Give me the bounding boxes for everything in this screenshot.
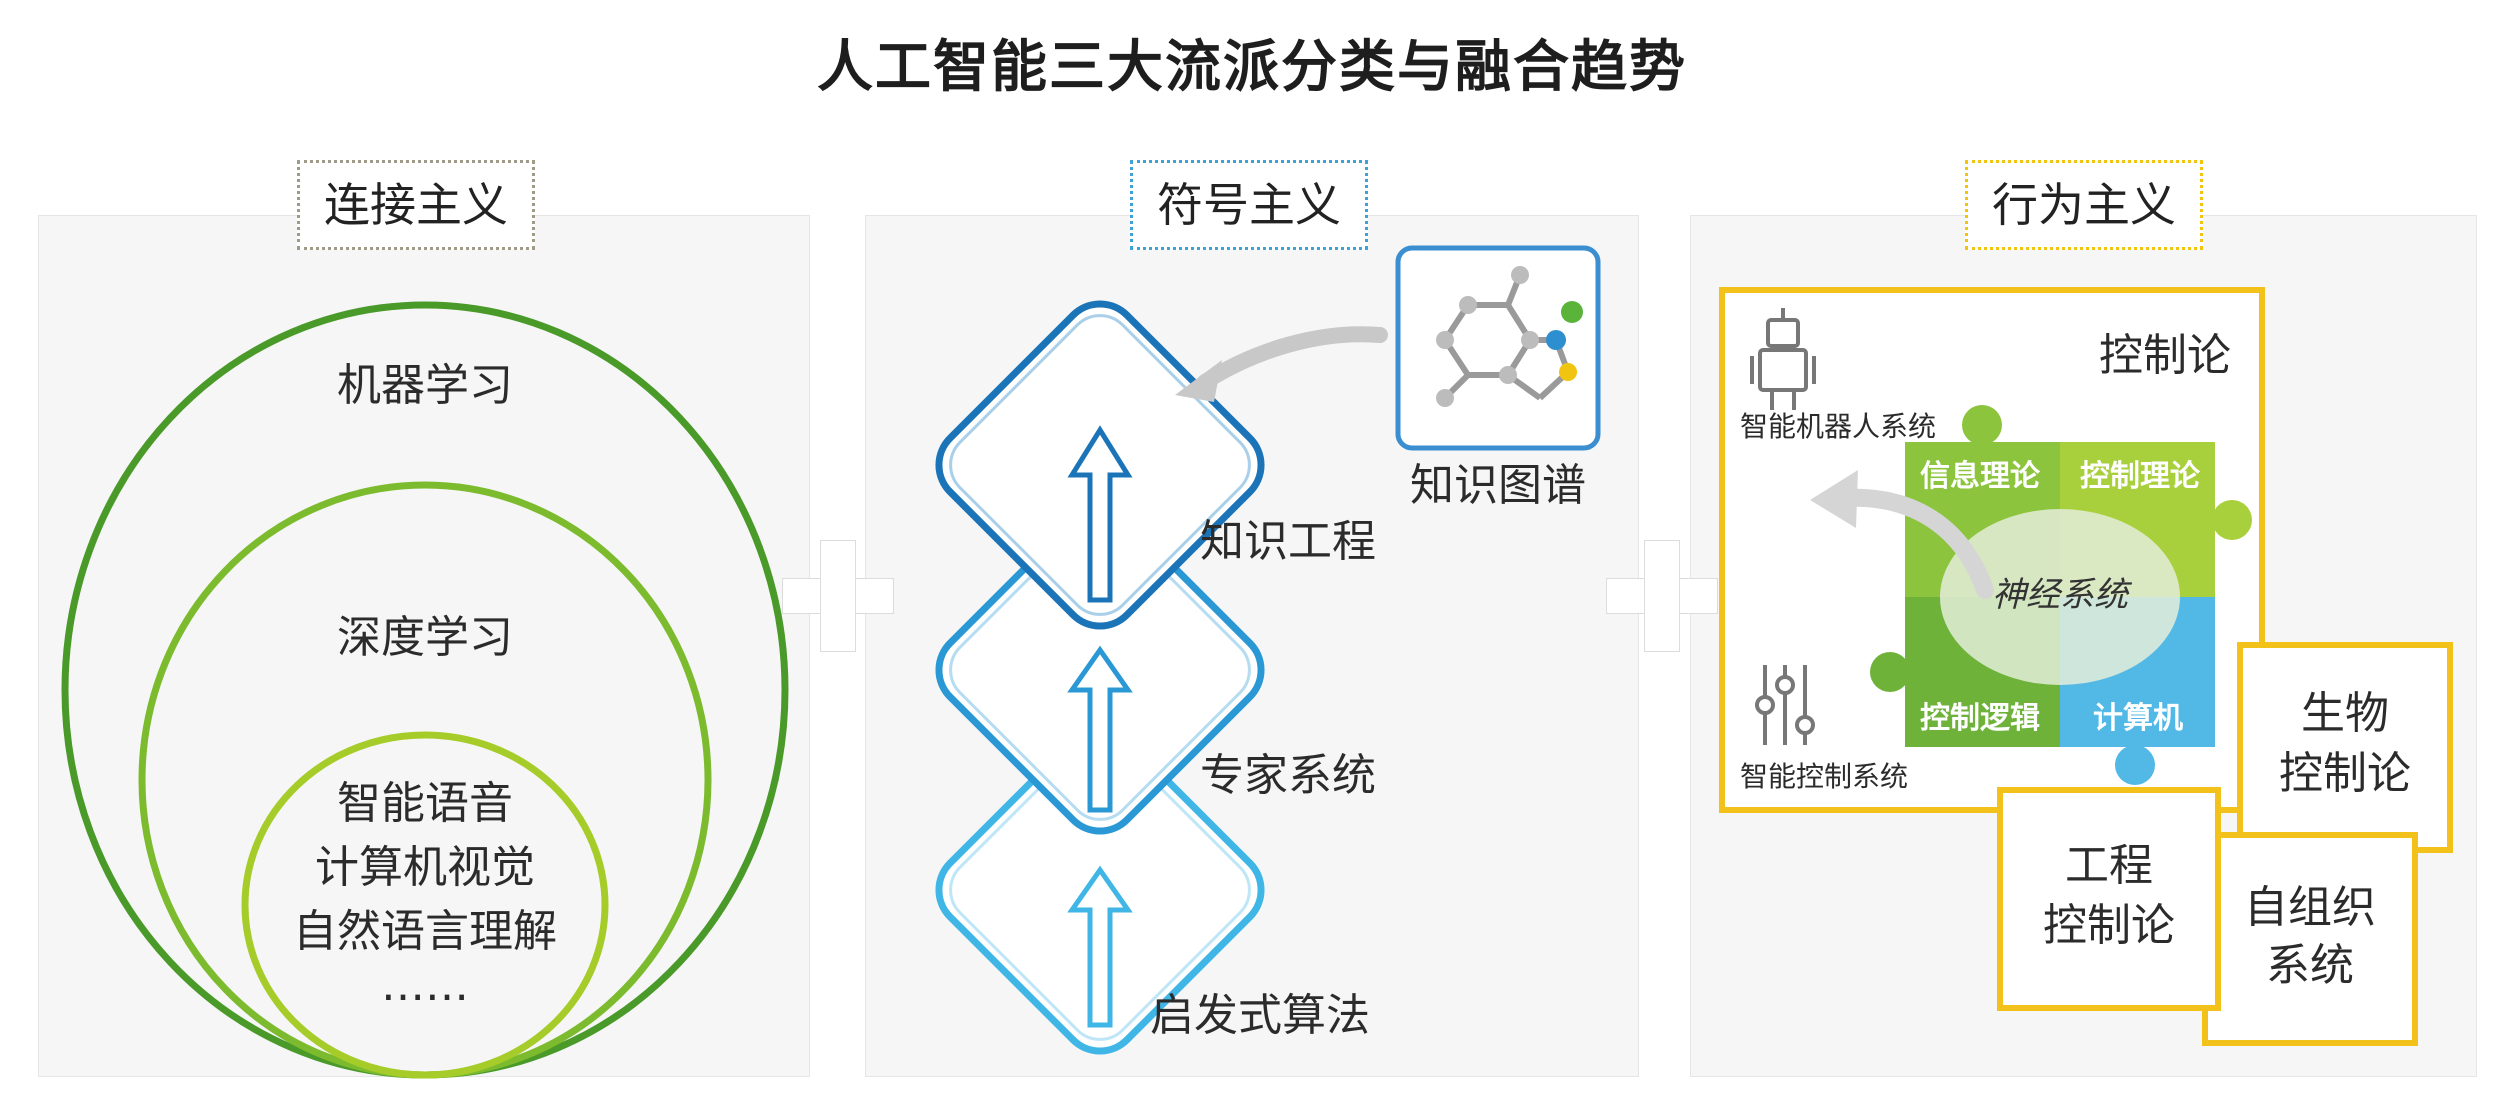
level-label-knowledge-engineering: 知识工程 [1200, 516, 1376, 567]
symbolism-stack: 知识工程 专家系统 启发式算法 知识图谱 [935, 245, 1601, 1055]
box-engineering-cybernetics [1997, 787, 2221, 1011]
ring-applications [241, 731, 609, 1079]
puzzle-label-nervous-system: 神经系统 [1992, 575, 2133, 615]
behavior-arrow [1836, 488, 1994, 599]
inner-item-vision: 计算机视觉 [315, 842, 535, 893]
puzzle-label-control-logic: 控制逻辑 [1920, 701, 2040, 736]
diamond-knowledge-engineering [935, 300, 1265, 630]
level-label-expert-system: 专家系统 [1200, 750, 1376, 801]
behaviorism-group: 控制论 智能机器人系统 智能控制系统 [1719, 287, 2453, 1046]
robot-system-label: 智能机器人系统 [1740, 410, 1936, 443]
puzzle: 信息理论 控制理论 神经系统 控制逻辑 计算机 [1870, 405, 2252, 785]
box-bio-line2: 控制论 [2279, 748, 2411, 799]
plus-connector-2 [1606, 540, 1718, 652]
box-selforg-line1: 自组织 [2244, 882, 2376, 933]
knowledge-graph-arrow [1197, 326, 1388, 390]
knowledge-graph-box [1395, 245, 1601, 451]
connectionism-panel [38, 215, 810, 1077]
box-self-organizing [2202, 832, 2418, 1046]
tag-symbolism: 符号主义 [1130, 160, 1368, 250]
connectionism-rings: 机器学习 深度学习 智能语音 计算机视觉 自然语言理解 …… [61, 301, 789, 1079]
control-sliders-icon [1755, 665, 1815, 745]
control-system-label: 智能控制系统 [1740, 760, 1908, 793]
inner-item-ellipsis: …… [381, 960, 469, 1011]
puzzle-label-computer: 计算机 [2093, 701, 2183, 736]
level-label-heuristic-algorithm: 启发式算法 [1150, 990, 1370, 1041]
box-eng-line2: 控制论 [2043, 900, 2175, 951]
cybernetics-label: 控制论 [2099, 330, 2231, 381]
knowledge-graph-label: 知识图谱 [1410, 460, 1586, 511]
ring-label-machine-learning: 机器学习 [337, 360, 513, 411]
page-title: 人工智能三大流派分类与融合趋势 [817, 35, 1687, 100]
puzzle-label-control-theory: 控制理论 [2080, 459, 2201, 494]
tag-connectionism: 连接主义 [297, 160, 535, 250]
box-eng-line1: 工程 [2065, 840, 2153, 891]
inner-item-speech: 智能语音 [337, 778, 513, 829]
diamond-expert-system [935, 505, 1265, 835]
box-bio-cybernetics [2237, 642, 2453, 853]
box-bio-line1: 生物 [2301, 688, 2389, 739]
plus-connector-1 [782, 540, 894, 652]
ring-label-deep-learning: 深度学习 [337, 612, 513, 663]
puzzle-label-info-theory: 信息理论 [1920, 459, 2041, 494]
tag-behaviorism: 行为主义 [1965, 160, 2203, 250]
box-selforg-line2: 系统 [2266, 940, 2354, 991]
inner-item-nlu: 自然语言理解 [293, 906, 557, 957]
diamond-heuristic [935, 725, 1265, 1055]
robot-icon [1750, 308, 1816, 410]
